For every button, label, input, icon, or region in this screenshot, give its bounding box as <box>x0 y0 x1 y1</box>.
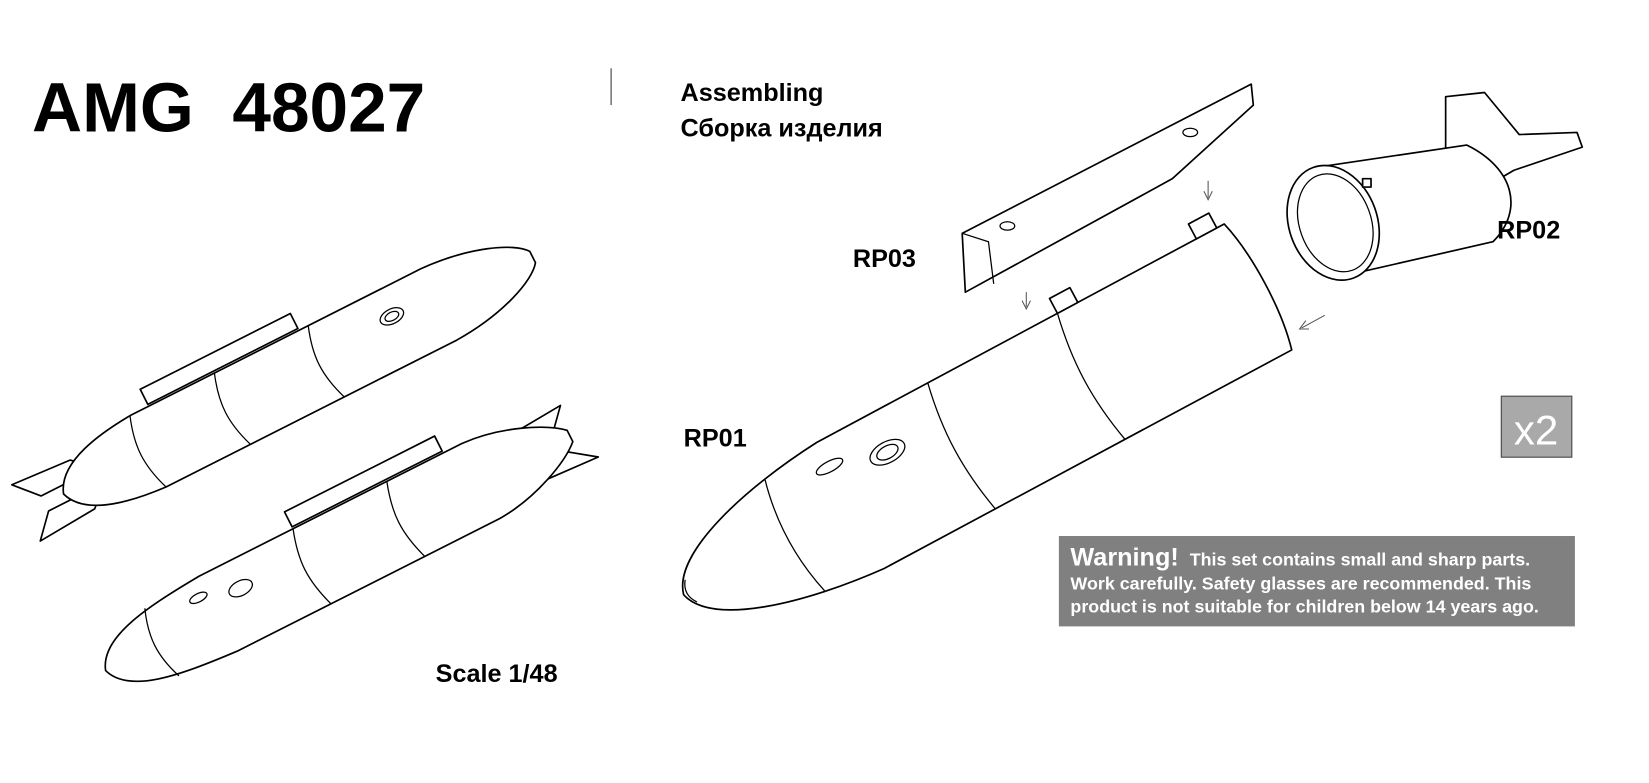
part-rp01-body <box>681 212 1293 611</box>
part-rp03-pylon <box>961 83 1255 294</box>
part-rp02-tail <box>1286 91 1584 281</box>
assembled-missile-top <box>10 246 537 542</box>
part-label-rp02: RP02 <box>1497 217 1560 245</box>
assembled-missile-bottom <box>104 404 600 683</box>
warning-box: Warning! This set contains small and sha… <box>1058 536 1575 627</box>
warning-line1: This set contains small and sharp parts. <box>1190 549 1530 569</box>
quantity-badge-text: x2 <box>1514 407 1558 454</box>
warning-line3: product is not suitable for children bel… <box>1070 597 1538 617</box>
kit-code: AMG 48027 <box>32 68 425 146</box>
warning-line2: Work carefully. Safety glasses are recom… <box>1070 574 1531 594</box>
quantity-badge: x2 <box>1500 395 1573 458</box>
part-label-rp01: RP01 <box>684 425 747 453</box>
part-label-rp03: RP03 <box>853 245 916 273</box>
title-ru: Сборка изделия <box>681 115 883 143</box>
arrow-left-icon <box>1298 314 1326 330</box>
warning-heading: Warning! This set contains small and sha… <box>1070 543 1530 571</box>
title-en: Assembling <box>681 79 824 107</box>
scale-label: Scale 1/48 <box>436 660 558 688</box>
arrow-down-icon <box>1021 292 1031 311</box>
arrow-down-icon <box>1203 180 1213 201</box>
